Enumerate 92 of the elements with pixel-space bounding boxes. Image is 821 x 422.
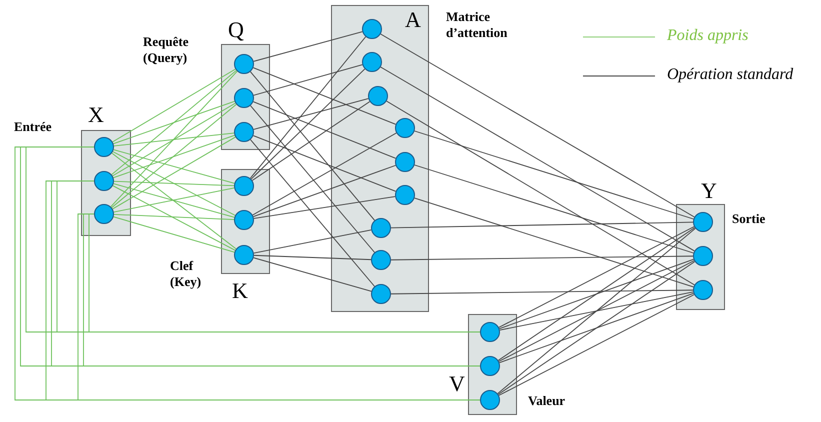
neuron-circle	[480, 322, 500, 342]
layer-letter: A	[405, 9, 421, 31]
neuron-circle	[371, 250, 391, 270]
layer-label: Valeur	[528, 393, 566, 409]
neuron-circle	[234, 88, 254, 108]
connection-line	[498, 261, 696, 395]
neuron-circle	[395, 118, 415, 138]
connection-line	[252, 164, 396, 218]
neuron-circle	[234, 210, 254, 230]
connection-line	[253, 257, 372, 292]
layer-label: Matrice d’attention	[446, 9, 508, 41]
connection-line	[254, 254, 372, 260]
connection-line	[250, 36, 366, 179]
connection-line	[253, 229, 372, 254]
connection-line	[252, 67, 396, 125]
layer-label: Sortie	[732, 211, 766, 227]
neuron-circle	[234, 122, 254, 142]
connection-line	[498, 294, 695, 396]
neuron-circle	[94, 137, 114, 157]
neuron-circle	[362, 52, 382, 72]
connection-line	[390, 290, 694, 294]
connection-line	[253, 31, 363, 62]
connection-line	[390, 256, 694, 260]
connection-line	[113, 149, 235, 184]
connection-line	[113, 134, 235, 178]
neuron-circle	[234, 176, 254, 196]
neuron-circle	[395, 152, 415, 172]
connection-line	[414, 130, 694, 220]
legend-text: Poids appris	[667, 27, 748, 45]
connection-line	[112, 68, 236, 142]
connection-line	[414, 198, 694, 288]
connection-line	[380, 34, 695, 218]
connection-line	[414, 164, 694, 254]
connection-line	[253, 196, 396, 219]
neuron-circle	[234, 54, 254, 74]
connection-line	[498, 227, 696, 361]
neuron-circle	[480, 390, 500, 410]
connection-line	[386, 100, 695, 286]
connection-line	[497, 228, 696, 394]
neuron-circle	[362, 19, 382, 39]
connection-line	[114, 214, 234, 220]
connection-line	[250, 71, 376, 221]
neuron-circle	[693, 212, 713, 232]
layer-letter: Y	[701, 180, 717, 202]
connection-line	[112, 136, 236, 210]
connection-line	[250, 68, 366, 180]
connection-line	[498, 258, 694, 330]
connection-line	[250, 105, 375, 253]
neuron-circle	[371, 284, 391, 304]
neuron-circle	[480, 356, 500, 376]
connection-line	[252, 101, 396, 159]
connection-line	[252, 132, 397, 216]
neuron-circle	[234, 245, 254, 265]
connection-line	[112, 151, 236, 216]
layer-label: Clef (Key)	[170, 258, 202, 290]
connection-line	[252, 135, 396, 192]
neuron-circle	[94, 171, 114, 191]
connection-line	[498, 260, 695, 362]
connection-line	[253, 98, 369, 130]
legend-text: Opération standard	[667, 66, 794, 84]
layer-letter: X	[88, 104, 104, 126]
layer-letter: Q	[228, 19, 244, 41]
layer-letter: K	[232, 280, 248, 302]
connection-line	[112, 102, 236, 176]
neuron-circle	[693, 280, 713, 300]
connection-line	[114, 132, 234, 146]
connection-line	[113, 188, 235, 212]
connection-line	[113, 216, 235, 253]
connection-line	[110, 70, 238, 208]
connection-line	[380, 66, 695, 252]
neuron-circle	[368, 86, 388, 106]
neuron-circle	[371, 218, 391, 238]
neuron-circle	[395, 185, 415, 205]
connection-line	[390, 222, 694, 228]
connection-line	[111, 152, 237, 250]
connection-line	[499, 291, 694, 331]
neuron-circle	[693, 246, 713, 266]
connection-line	[498, 226, 695, 328]
connection-line	[113, 100, 235, 144]
connection-line	[252, 101, 370, 181]
connection-line	[498, 292, 694, 364]
connection-line	[253, 64, 363, 96]
connection-line	[111, 70, 237, 176]
connection-line	[112, 185, 236, 251]
neuron-circle	[94, 204, 114, 224]
layer-label: Requête (Query)	[143, 34, 190, 66]
connection-line	[113, 183, 235, 218]
connection-line	[111, 104, 237, 208]
connection-line	[250, 139, 375, 287]
layer-label: Entrée	[14, 119, 53, 135]
connection-line	[114, 180, 234, 186]
layer-letter: V	[449, 373, 465, 395]
